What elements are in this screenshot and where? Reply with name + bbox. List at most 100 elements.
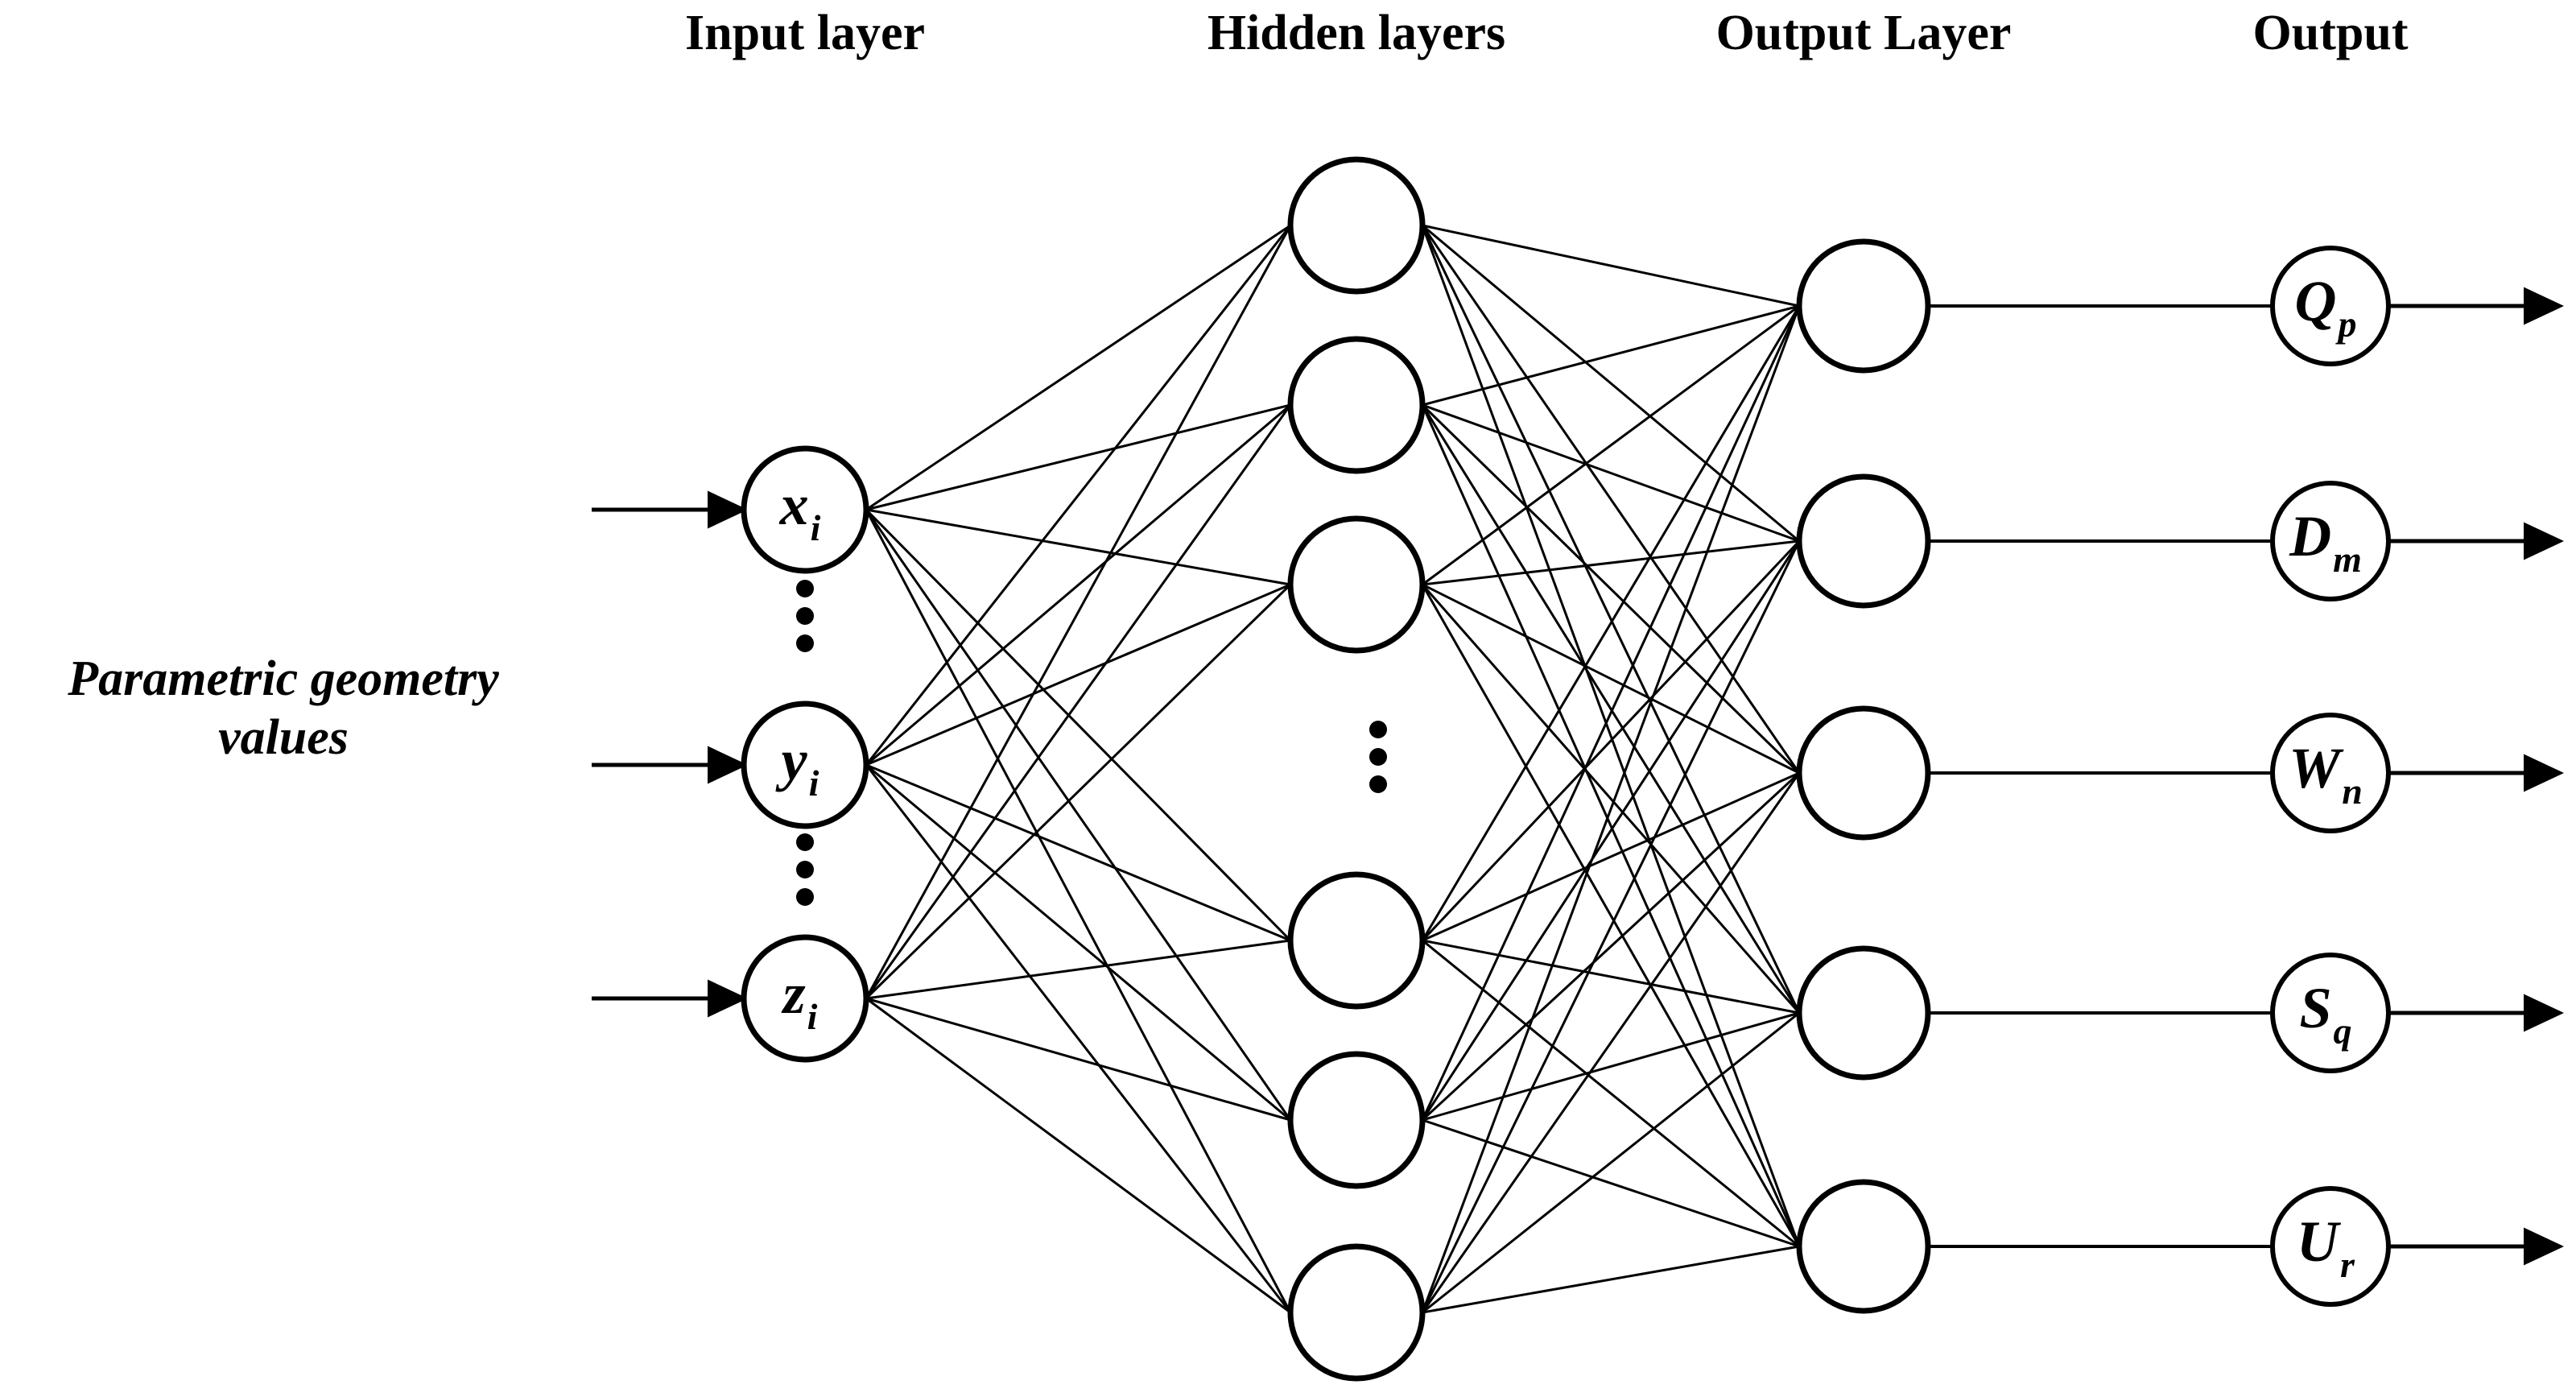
output-node-circle-0[interactable] — [2270, 246, 2391, 366]
input-node-label-0: xi — [779, 473, 821, 548]
input-node-2: zi — [741, 934, 869, 1063]
edge-hidden-4-outputlayer-2 — [1421, 771, 1801, 1122]
edge-hidden-3-outputlayer-2 — [1422, 771, 1800, 942]
edge-input-0-hidden-5 — [865, 509, 1292, 1313]
edge-input-2-hidden-1 — [865, 404, 1292, 999]
edge-hidden-4-outputlayer-0 — [1421, 305, 1801, 1121]
edge-hidden-2-outputlayer-2 — [1422, 583, 1800, 775]
hidden-node-0 — [1287, 156, 1426, 295]
output-node-3: Sq — [2270, 953, 2391, 1073]
arrows-group — [592, 287, 2564, 1266]
edge-hidden-5-outputlayer-3 — [1422, 1011, 1800, 1314]
hidden-node-ellipsis-0 — [1369, 721, 1387, 793]
output-layer-node-circle-2[interactable] — [1796, 705, 1931, 841]
output-node-label-4: Ur — [2297, 1209, 2355, 1285]
output-node-4: Ur — [2270, 1186, 2391, 1307]
hidden-node-circle-4[interactable] — [1287, 1051, 1426, 1189]
hidden-node-circle-3[interactable] — [1287, 871, 1426, 1010]
header-input-layer: Input layer — [685, 6, 925, 60]
input-node-circle-1[interactable] — [741, 701, 869, 829]
output-layer-node-circle-0[interactable] — [1796, 238, 1931, 374]
edge-hidden-1-outputlayer-1 — [1422, 403, 1800, 543]
edge-input-2-hidden-2 — [865, 583, 1292, 1000]
output-node-label-0: Qp — [2295, 269, 2357, 345]
edge-hidden-1-outputlayer-2 — [1421, 403, 1801, 775]
parametric-geometry-values-label: Parametric geometry values — [0, 650, 573, 767]
edge-input-1-hidden-3 — [865, 763, 1291, 942]
edge-hidden-3-outputlayer-3 — [1422, 939, 1800, 1015]
hidden-node-3 — [1287, 871, 1426, 1010]
hidden-node-circle-5[interactable] — [1287, 1243, 1426, 1382]
hidden-node-2 — [1287, 515, 1426, 654]
edge-input-0-hidden-3 — [865, 508, 1292, 942]
output-layer-node-1 — [1796, 473, 1931, 609]
output-node-label-main-0: Q — [2295, 269, 2337, 333]
edge-hidden-5-outputlayer-1 — [1421, 540, 1801, 1313]
edge-hidden-0-outputlayer-1 — [1422, 224, 1800, 543]
edge-hidden-4-outputlayer-3 — [1422, 1011, 1800, 1122]
output-node-label-sub-2: n — [2342, 771, 2363, 812]
hidden-node-5 — [1287, 1243, 1426, 1382]
edge-input-1-hidden-5 — [865, 764, 1292, 1313]
edge-hidden-5-outputlayer-2 — [1421, 772, 1801, 1313]
hidden-node-circle-0[interactable] — [1287, 156, 1426, 295]
output-layer-node-circle-1[interactable] — [1796, 473, 1931, 609]
output-node-label-sub-4: r — [2340, 1244, 2355, 1285]
edge-hidden-1-outputlayer-0 — [1422, 304, 1800, 407]
output-node-label-3: Sq — [2299, 976, 2351, 1052]
output-layer-node-circle-3[interactable] — [1796, 945, 1931, 1081]
input-node-circle-2[interactable] — [741, 934, 869, 1063]
edge-hidden-3-outputlayer-4 — [1422, 939, 1800, 1248]
hidden-node-circle-1[interactable] — [1287, 336, 1426, 474]
edge-hidden-2-outputlayer-3 — [1421, 584, 1801, 1014]
edge-hidden-5-outputlayer-0 — [1421, 305, 1801, 1313]
input-node-label-2: zi — [781, 961, 818, 1037]
output-node-circle-4[interactable] — [2270, 1186, 2391, 1307]
input-node-circle-0[interactable] — [741, 445, 869, 574]
input-node-ellipsis-dot-1-0 — [796, 833, 814, 851]
input-node-ellipsis-dot-1-1 — [796, 861, 814, 878]
output-node-circle-1[interactable] — [2270, 481, 2391, 601]
edge-hidden-3-outputlayer-0 — [1421, 305, 1801, 941]
edge-input-1-hidden-2 — [865, 583, 1291, 767]
input-node-label-main-2: z — [781, 961, 806, 1026]
edges-group — [865, 224, 2273, 1314]
output-node-circle-2[interactable] — [2270, 713, 2391, 833]
edge-hidden-1-outputlayer-3 — [1421, 404, 1801, 1014]
input-node-ellipsis-1 — [796, 833, 814, 906]
input-node-0: xi — [741, 445, 869, 574]
edge-hidden-2-outputlayer-1 — [1422, 539, 1800, 586]
edge-input-0-hidden-2 — [865, 508, 1291, 586]
header-output-layer: Output Layer — [1715, 6, 2012, 60]
edge-hidden-4-outputlayer-1 — [1421, 540, 1801, 1121]
edge-input-0-hidden-0 — [865, 224, 1291, 511]
output-node-label-sub-3: q — [2334, 1011, 2352, 1052]
header-hidden-layers: Hidden layers — [1207, 6, 1506, 60]
output-node-label-main-3: S — [2299, 976, 2331, 1040]
output-node-0: Qp — [2270, 246, 2391, 366]
output-node-circle-3[interactable] — [2270, 953, 2391, 1073]
hidden-node-1 — [1287, 336, 1426, 474]
output-node-label-2: Wn — [2289, 736, 2363, 812]
output-node-label-sub-0: p — [2335, 304, 2357, 345]
output-node-label-1: Dm — [2289, 504, 2362, 580]
edge-hidden-1-outputlayer-4 — [1421, 404, 1801, 1247]
input-node-1: yi — [741, 701, 869, 829]
edge-hidden-0-outputlayer-2 — [1421, 225, 1801, 774]
side-label-line-2: values — [218, 710, 349, 765]
input-node-ellipsis-0 — [796, 580, 814, 652]
edge-hidden-0-outputlayer-4 — [1421, 225, 1801, 1247]
output-node-label-main-4: U — [2297, 1209, 2342, 1274]
side-label-line-1: Parametric geometry — [68, 651, 499, 706]
edge-input-0-hidden-1 — [865, 403, 1291, 511]
output-node-label-sub-1: m — [2333, 539, 2362, 580]
output-layer-node-circle-4[interactable] — [1796, 1179, 1931, 1314]
output-layer-node-0 — [1796, 238, 1931, 374]
output-layer-node-4 — [1796, 1179, 1931, 1314]
output-node-label-main-2: W — [2289, 736, 2344, 800]
input-node-ellipsis-dot-0-0 — [796, 580, 814, 597]
hidden-node-circle-2[interactable] — [1287, 515, 1426, 654]
edge-hidden-4-outputlayer-4 — [1422, 1118, 1800, 1248]
